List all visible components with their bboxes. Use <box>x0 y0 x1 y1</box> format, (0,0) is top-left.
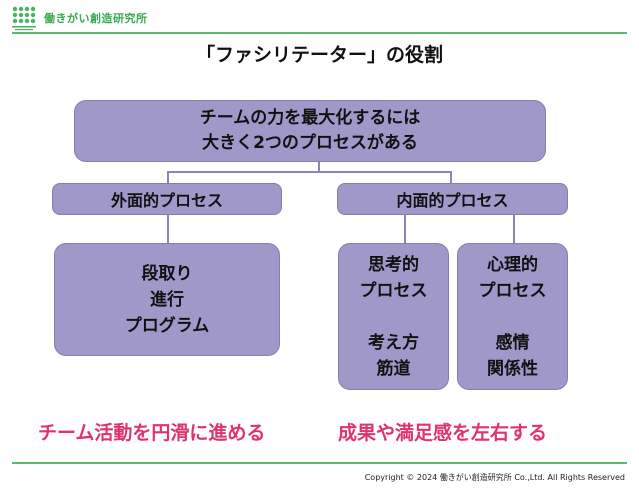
brand-name: 働きがい創造研究所 <box>44 12 148 25</box>
external-process-box: 外面的プロセス <box>52 183 282 215</box>
page-title: 「ファシリテーター」の役割 <box>195 44 443 66</box>
connector-left <box>167 171 169 183</box>
caption-left: チーム活動を円滑に進める <box>38 422 266 444</box>
connector-right-down-a <box>404 215 406 243</box>
external-detail-box: 段取り 進行 プログラム <box>54 243 280 356</box>
connector-horizontal <box>167 171 451 173</box>
copyright-text: Copyright © 2024 働きがい創造研究所 Co.,Ltd. All … <box>364 473 625 482</box>
internal-process-box: 内面的プロセス <box>337 183 568 215</box>
thinking-process-box: 思考的 プロセス 考え方 筋道 <box>338 243 449 390</box>
connector-right <box>450 171 452 183</box>
connector-right-down-b <box>513 215 515 243</box>
logo-icon <box>12 6 36 31</box>
psychological-process-box: 心理的 プロセス 感情 関係性 <box>457 243 568 390</box>
footer-divider <box>12 462 627 464</box>
connector-root <box>318 162 320 172</box>
connector-left-down <box>167 215 169 243</box>
header-divider <box>12 32 627 34</box>
root-box: チームの力を最大化するには 大きく2つのプロセスがある <box>74 100 546 162</box>
caption-right: 成果や満足感を左右する <box>338 422 548 444</box>
